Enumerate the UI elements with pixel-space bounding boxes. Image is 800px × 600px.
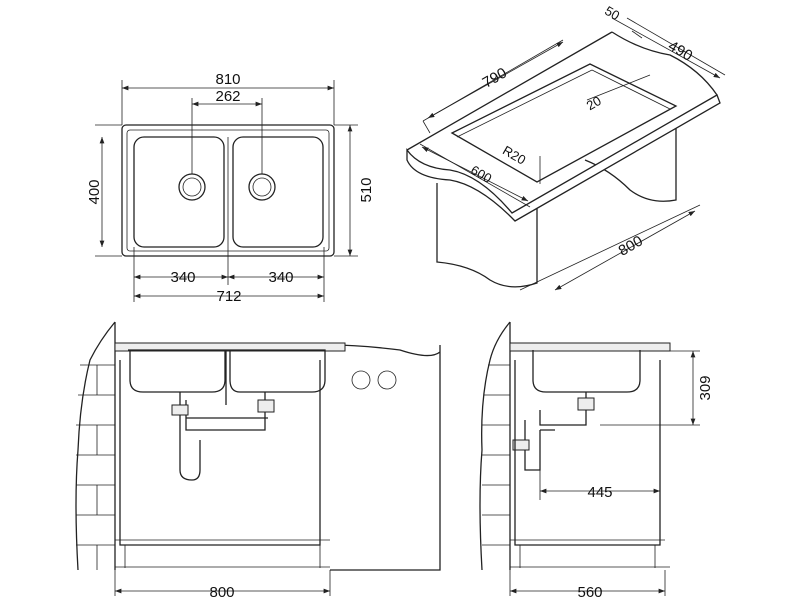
dim-712: 712 — [216, 288, 241, 305]
dim-400: 400 — [86, 179, 103, 204]
countertop-side — [509, 342, 671, 352]
dim-340-right: 340 — [268, 269, 293, 286]
dim-790: 790 — [480, 64, 510, 91]
dim-490: 490 — [665, 37, 695, 64]
dim-340-left: 340 — [170, 269, 195, 286]
right-bowl — [232, 136, 324, 248]
dim-510: 510 — [358, 177, 375, 202]
dim-445: 445 — [587, 484, 612, 501]
isometric-view: 790 50 490 20 R20 600 800 — [406, 3, 726, 291]
countertop-wall — [115, 344, 441, 571]
front-view: 800 — [75, 321, 441, 600]
dim-800-iso: 800 — [616, 232, 646, 259]
top-view: 810 262 400 510 340 340 712 — [86, 71, 375, 305]
side-view: 309 445 560 — [479, 321, 714, 600]
dim-50: 50 — [602, 3, 622, 23]
side-bowl — [532, 350, 641, 393]
dim-262: 262 — [215, 88, 240, 105]
front-bowls — [128, 349, 326, 393]
dim-560: 560 — [577, 584, 602, 600]
left-bowl — [133, 136, 225, 248]
dim-20: 20 — [584, 93, 604, 113]
dim-800-front: 800 — [209, 584, 234, 600]
countertop-front-edge — [406, 94, 721, 222]
dim-810: 810 — [215, 71, 240, 88]
dim-309: 309 — [697, 375, 714, 400]
